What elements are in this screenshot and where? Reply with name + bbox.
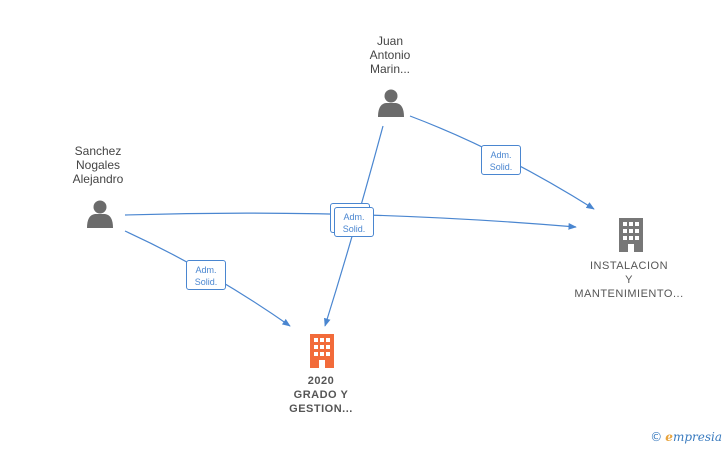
label-line: Sanchez	[74, 144, 122, 158]
label-line: GRADO Y	[293, 389, 349, 401]
person-label-sanchez[interactable]: Sanchez Nogales Alejandro	[55, 144, 141, 186]
company-label-2020[interactable]: 2020 GRADO Y GESTION...	[271, 374, 371, 416]
edge-label-line: Adm.	[490, 150, 512, 160]
person-label-juan[interactable]: Juan Antonio Marin...	[350, 34, 430, 76]
edge-label-juan-2020[interactable]: Adm. Solid.	[334, 207, 374, 237]
edge-label-line: Adm.	[195, 265, 217, 275]
edge-label-line: Solid.	[489, 162, 513, 172]
edge-label-sanchez-2020[interactable]: Adm. Solid.	[186, 260, 226, 290]
label-line: Marin...	[369, 62, 410, 76]
person-icon[interactable]	[378, 89, 404, 118]
label-line: 2020	[307, 375, 335, 387]
label-line: Antonio	[369, 48, 411, 62]
label-line: Alejandro	[72, 172, 124, 186]
label-line: MANTENIMIENTO...	[574, 288, 684, 300]
person-icon[interactable]	[87, 200, 113, 229]
copyright-symbol: ©	[650, 430, 663, 444]
label-line: GESTION...	[289, 403, 353, 415]
edge-label-line: Solid.	[194, 277, 218, 287]
empresia-watermark: ©empresia	[650, 430, 722, 444]
label-line: Nogales	[75, 158, 121, 172]
label-line: INSTALACION	[589, 260, 669, 272]
brand-name: mpresia	[672, 430, 722, 444]
brand-initial: e	[665, 430, 673, 444]
label-line: Juan	[376, 34, 404, 48]
edge-label-line: Solid.	[342, 224, 366, 234]
edge-label-juan-instalacion[interactable]: Adm. Solid.	[481, 145, 521, 175]
edge-label-line: Adm.	[343, 212, 365, 222]
building-icon[interactable]	[619, 218, 643, 252]
building-icon-highlighted[interactable]	[310, 334, 334, 368]
company-label-instalacion[interactable]: INSTALACION Y MANTENIMIENTO...	[566, 259, 692, 301]
label-line: Y	[625, 274, 633, 286]
